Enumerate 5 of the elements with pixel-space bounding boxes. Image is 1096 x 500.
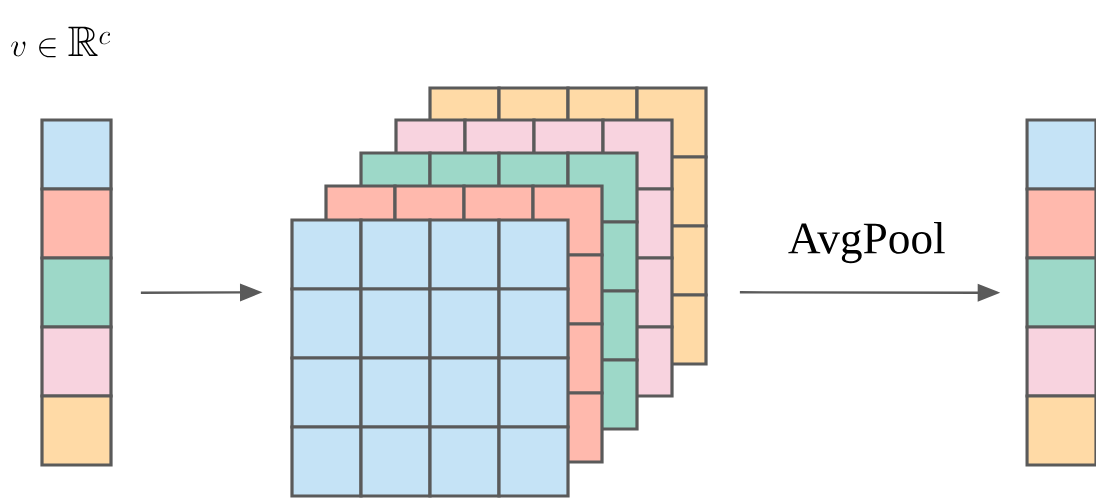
formula-label: $v \in \mathbb{R}^c$ <box>11 26 111 58</box>
edge-label: AvgPool <box>788 221 945 264</box>
feature-map-stack-drawing <box>290 86 708 498</box>
vector-drawing <box>40 118 113 467</box>
vector-drawing <box>1025 118 1096 467</box>
